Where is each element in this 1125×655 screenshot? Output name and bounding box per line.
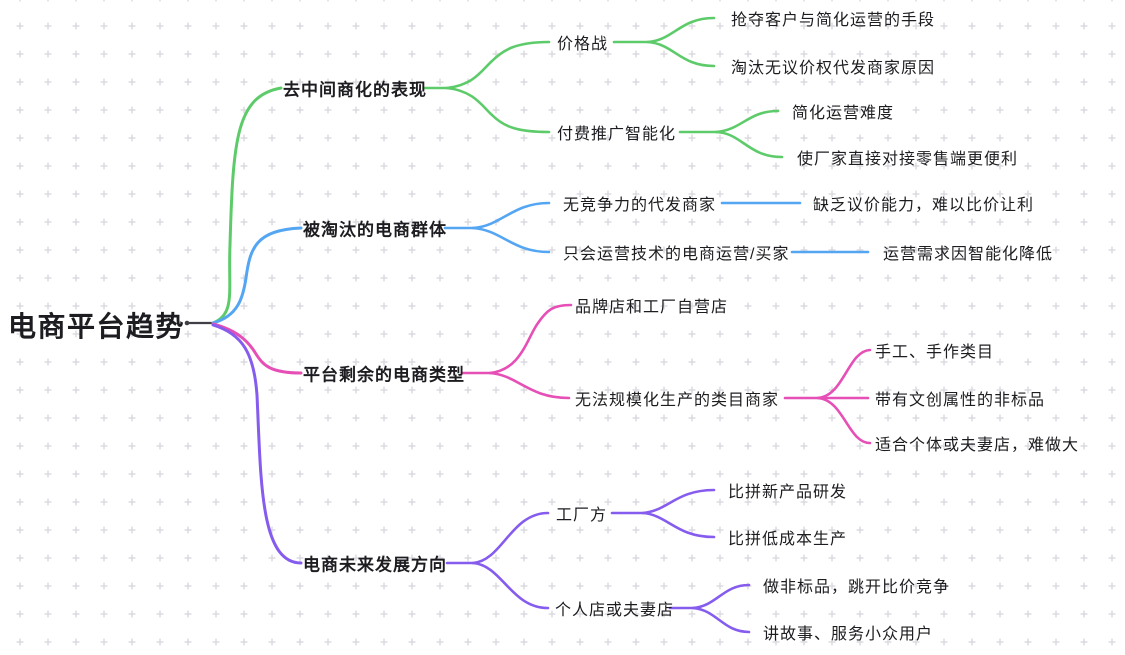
connector-root-to-branch4	[211, 323, 303, 565]
connector-smartads-to-leaf1	[714, 109, 780, 134]
connector-branch4-to-child1	[471, 511, 550, 565]
node-suits-individuals[interactable]: 适合个体或夫妻店，难做大	[875, 437, 1080, 454]
connector-branch4-to-child2	[471, 561, 550, 610]
connector-couplestore-to-leaf1	[691, 583, 751, 610]
node-branch-eliminated-groups[interactable]: 被淘汰的电商群体	[303, 220, 447, 240]
connector-branch1-to-child1	[445, 40, 551, 90]
node-storytelling-niche[interactable]: 讲故事、服务小众用户	[763, 626, 934, 643]
node-nonstandard-avoid-price-war[interactable]: 做非标品，跳开比价竞争	[763, 579, 951, 596]
node-personal-couple-store[interactable]: 个人店或夫妻店	[555, 602, 675, 619]
node-price-war[interactable]: 价格战	[557, 36, 609, 53]
node-cultural-nonstandard[interactable]: 带有文创属性的非标品	[875, 392, 1046, 409]
node-branch-future-direction[interactable]: 电商未来发展方向	[303, 555, 447, 575]
node-nonscalable-sellers[interactable]: 无法规模化生产的类目商家	[575, 392, 780, 409]
connector-root-to-branch3	[211, 322, 303, 375]
node-grab-customers[interactable]: 抢夺客户与简化运营的手段	[731, 12, 936, 29]
node-brand-factory-stores[interactable]: 品牌店和工厂自营店	[575, 299, 729, 316]
connector-nonscalable-to-leaf1	[816, 348, 872, 400]
connector-factory-to-leaf2	[641, 511, 716, 539]
node-ops-demand-drops[interactable]: 运营需求因智能化降低	[883, 246, 1054, 263]
node-smart-paid-promotion[interactable]: 付费推广智能化	[557, 126, 677, 143]
connector-root-to-branch2	[211, 226, 303, 325]
connector-smartads-to-leaf2	[714, 130, 784, 159]
connector-pricewar-to-leaf1	[646, 16, 716, 44]
node-uncompetitive-dropshippers[interactable]: 无竞争力的代发商家	[563, 197, 717, 214]
node-branch-remaining-types[interactable]: 平台剩余的电商类型	[303, 365, 465, 385]
connector-nonscalable-to-leaf3	[816, 396, 872, 445]
node-factory-side[interactable]: 工厂方	[556, 507, 608, 524]
node-compete-rnd[interactable]: 比拼新产品研发	[728, 484, 848, 501]
connector-factory-to-leaf1	[641, 488, 716, 515]
node-branch-demediation[interactable]: 去中间商化的表现	[283, 80, 427, 100]
node-eliminate-no-bargain-sellers[interactable]: 淘汰无议价权代发商家原因	[731, 60, 936, 77]
connector-root-to-branch1	[211, 86, 283, 325]
node-factory-direct-retail[interactable]: 使厂家直接对接零售端更便利	[797, 151, 1019, 168]
connector-branch2-to-child2	[471, 226, 551, 254]
connector-branch2-to-child1	[471, 201, 551, 230]
node-root[interactable]: 电商平台趋势	[8, 311, 186, 342]
connector-couplestore-to-leaf2	[691, 606, 751, 634]
node-ops-only-operators[interactable]: 只会运营技术的电商运营/买家	[563, 246, 790, 263]
node-simplify-operations[interactable]: 简化运营难度	[792, 105, 895, 122]
connector-branch3-to-child2	[488, 371, 571, 400]
connector-branch1-to-child2	[445, 86, 551, 134]
node-compete-lowcost[interactable]: 比拼低成本生产	[728, 531, 848, 548]
connector-pricewar-to-leaf2	[646, 40, 716, 68]
node-handmade-categories[interactable]: 手工、手作类目	[875, 344, 995, 361]
connector-branch3-to-child1	[488, 303, 573, 375]
node-lack-bargaining-power[interactable]: 缺乏议价能力，难以比价让利	[813, 197, 1035, 214]
